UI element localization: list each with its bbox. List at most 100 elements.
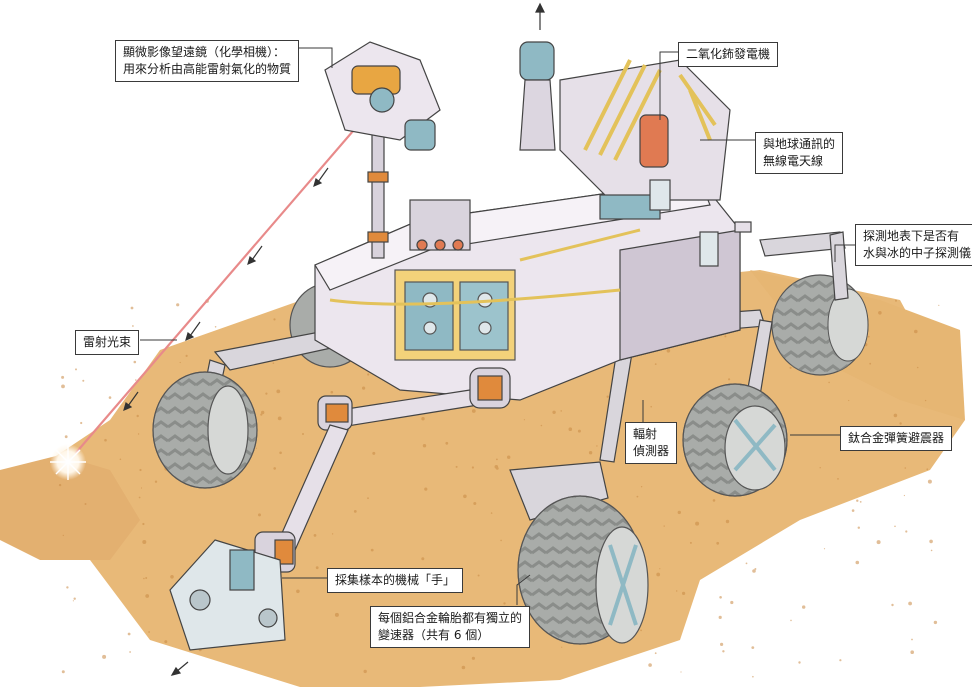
ground-speckle [894,525,896,528]
ground-speckle [895,299,897,302]
ground-speckle [133,360,137,364]
ground-speckle [927,479,932,484]
ground-speckle [154,480,158,483]
ground-speckle [261,410,265,415]
ground-speckle [819,467,821,469]
ground-speckle [752,569,756,573]
ground-speckle [64,435,68,439]
ground-speckle [138,496,141,499]
ground-speckle [725,519,730,524]
ground-speckle [334,612,339,617]
label-robotic-hand: 採集樣本的機械「手」 [327,568,464,593]
ground-speckle [910,650,914,654]
ground-speckle [752,675,754,678]
ground-speckle [924,399,927,402]
ground-speckle [596,445,598,447]
ground-speckle [876,540,881,545]
ground-speckle [908,601,912,606]
ground-speckle [648,663,652,667]
label-generator-text: 二氧化鈽發電機 [686,47,771,61]
ground-speckle [137,433,140,435]
label-generator: 二氧化鈽發電機 [678,42,779,67]
ground-speckle [903,494,906,497]
label-spring-text: 鈦合金彈簧避震器 [848,431,945,445]
ground-speckle [938,304,940,306]
ground-speckle [839,659,842,662]
ground-speckle [477,574,480,577]
ground-speckle [914,329,918,334]
ground-speckle [899,422,902,425]
ground-speckle [277,416,282,421]
ground-speckle [496,458,498,461]
ground-speckle [561,646,563,648]
label-antenna-line-2: 無線電天線 [763,154,824,168]
ground-speckle [577,429,581,433]
ground-speckle [790,619,792,622]
ground-speckle [142,522,145,526]
ground-speckle [523,419,526,421]
ground-speckle [179,361,181,364]
ground-speckle [848,399,850,402]
ground-speckle [904,467,907,469]
ground-speckle [823,548,826,550]
ground-speckle [132,325,134,327]
ground-speckle [654,363,657,365]
label-antenna: 與地球通訊的 無線電天線 [755,132,844,174]
ground-speckle [636,495,639,498]
ground-speckle [926,468,929,471]
ground-speckle [855,560,860,565]
ground-speckle [370,548,374,552]
ground-speckle [276,389,281,394]
label-antenna-line-1: 與地球通訊的 [763,137,836,151]
ground-speckle [471,656,475,660]
ground-speckle [893,413,898,418]
ground-speckle [455,465,458,468]
ground-speckle [363,669,367,674]
ground-speckle [857,526,860,529]
ground-speckle [929,539,933,544]
ground-speckle [367,373,370,376]
ground-speckle [798,661,801,664]
leader-lines [140,47,855,605]
ground-speckle [856,499,859,502]
ground-speckle [296,589,300,594]
ground-speckle [837,478,839,480]
ground-speckle [695,521,700,526]
ground-speckle [129,651,132,653]
ground-speckle [422,444,427,448]
ground-speckle [745,562,748,565]
ground-speckle [135,379,137,381]
label-laser-text: 雷射光束 [83,335,132,349]
ground-speckle [751,646,755,649]
ground-speckle [656,572,661,577]
robotic-arm [169,367,511,651]
label-neutron-line-1: 探測地表下是否有 [863,229,960,243]
ground-speckle [279,451,282,455]
ground-speckle [640,486,643,488]
ground-speckle [372,451,376,455]
rover-body [314,41,752,401]
ground-speckle [367,497,369,500]
ground-speckle [258,513,261,517]
ground-speckle [659,568,661,570]
ground-speckle [362,386,366,390]
ground-speckle [916,366,919,369]
label-wheels-line-1: 每個鋁合金輪胎都有獨立的 [378,611,523,625]
ground-speckle [728,378,731,381]
ground-speckle [119,458,122,461]
laser-beam [50,101,379,480]
ground-speckle [911,638,913,641]
ground-speckle [58,483,62,487]
label-radiation-line-2: 偵測器 [633,444,670,458]
ground-speckle [718,615,722,620]
ground-speckle [61,375,65,379]
ground-speckle [145,577,148,579]
ground-speckle [139,468,142,472]
ground-speckle [500,539,502,542]
ground-speckle [606,395,609,398]
ground-speckle [80,421,83,425]
ground-speckle [214,326,217,328]
ground-speckle [722,650,725,653]
